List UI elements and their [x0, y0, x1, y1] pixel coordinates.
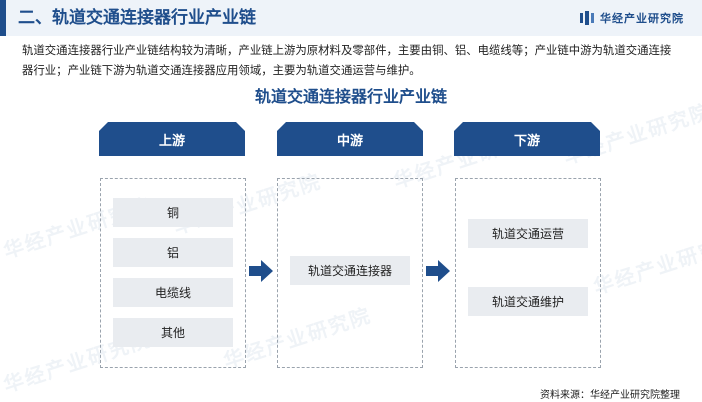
- flow-arrow-icon: [249, 260, 273, 282]
- downstream-item-maintenance: 轨道交通维护: [468, 287, 588, 316]
- section-title: 二、轨道交通连接器行业产业链: [18, 8, 256, 28]
- upstream-item-other: 其他: [113, 318, 233, 347]
- header-accent: [0, 0, 6, 36]
- source-note: 资料来源：华经产业研究院整理: [540, 390, 680, 401]
- stage-box-downstream: 轨道交通运营 轨道交通维护: [455, 178, 601, 368]
- stage-header-midstream: 中游: [277, 122, 423, 156]
- stage-header-downstream: 下游: [454, 122, 600, 156]
- midstream-item-connector: 轨道交通连接器: [290, 256, 410, 285]
- downstream-item-operation: 轨道交通运营: [468, 219, 588, 248]
- diagram-title: 轨道交通连接器行业产业链: [254, 87, 447, 106]
- upstream-item-aluminum: 铝: [113, 238, 233, 267]
- upstream-item-copper: 铜: [113, 198, 233, 227]
- stage-box-upstream: 铜 铝 电缆线 其他: [100, 178, 246, 368]
- brand: 华经产业研究院: [580, 10, 684, 26]
- watermark: 华经产业研究院: [590, 228, 702, 300]
- intro-paragraph: 轨道交通连接器行业产业链结构较为清晰，产业链上游为原材料及零部件，主要由铜、铝、…: [22, 43, 672, 77]
- flow-arrow-icon: [426, 260, 450, 282]
- upstream-item-cable: 电缆线: [113, 278, 233, 307]
- brand-name: 华经产业研究院: [600, 12, 684, 25]
- brand-logo-icon: [580, 11, 594, 25]
- stage-header-upstream: 上游: [99, 122, 245, 156]
- stage-box-midstream: 轨道交通连接器: [277, 178, 423, 368]
